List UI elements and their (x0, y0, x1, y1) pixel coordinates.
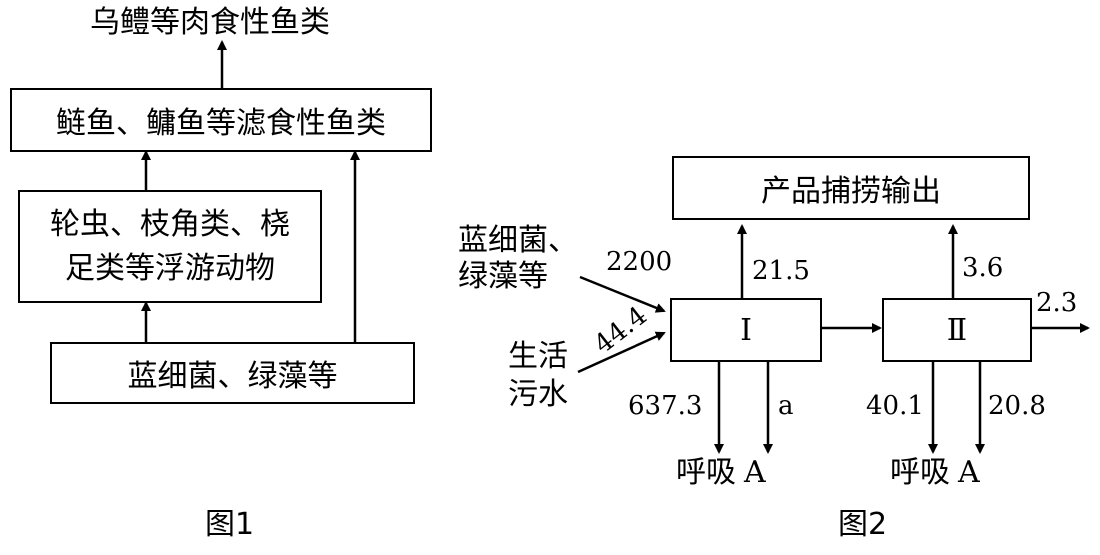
level2-output-value: 3.6 (962, 253, 1004, 283)
carnivore-fish-label: 乌鳢等肉食性鱼类 (90, 5, 330, 40)
figure1-caption: 图1 (205, 507, 255, 542)
arrow-sewage-to-level1 (577, 331, 666, 374)
sewage-line2: 污水 (508, 377, 568, 412)
input-producers-line1: 蓝细菌、 (458, 223, 578, 258)
zooplankton-line1: 轮虫、枝角类、桡 (50, 207, 290, 242)
catch-output-box: 产品捕捞输出 (672, 156, 1030, 220)
trophic-level-2-box: Ⅱ (882, 298, 1032, 362)
figure2-caption: 图2 (838, 507, 888, 542)
filter-fish-box: 鲢鱼、鳙鱼等滤食性鱼类 (10, 88, 432, 152)
zooplankton-box: 轮虫、枝角类、桡 足类等浮游动物 (18, 190, 322, 303)
arrow-input-to-level1 (579, 275, 666, 313)
input-producers-line2: 绿藻等 (458, 259, 548, 294)
trophic-level-1-label: Ⅰ (740, 312, 752, 348)
producers-label: 蓝细菌、绿藻等 (127, 359, 338, 394)
filter-fish-label: 鲢鱼、鳙鱼等滤食性鱼类 (56, 106, 386, 141)
level2-respiration-value: 40.1 (866, 391, 924, 421)
trophic-level-2-label: Ⅱ (946, 312, 968, 348)
sewage-line1: 生活 (508, 339, 568, 374)
level1-respiration-value: 637.3 (628, 391, 703, 421)
zooplankton-line2: 足类等浮游动物 (65, 250, 275, 286)
respiration-a-text: A (744, 455, 766, 490)
catch-output-label: 产品捕捞输出 (761, 174, 941, 209)
respiration-a-text: A (958, 455, 980, 490)
level2-d-value: 20.8 (988, 391, 1046, 421)
level1-output-value: 21.5 (752, 256, 810, 286)
producers-box: 蓝细菌、绿藻等 (50, 342, 415, 404)
respiration-text: 呼吸 (890, 455, 950, 490)
input-value: 2200 (606, 247, 673, 277)
respiration-text: 呼吸 (676, 455, 736, 490)
level1-a-value: a (778, 391, 794, 421)
trophic-level-1-box: Ⅰ (670, 298, 822, 362)
level2-right-value: 2.3 (1036, 288, 1078, 318)
